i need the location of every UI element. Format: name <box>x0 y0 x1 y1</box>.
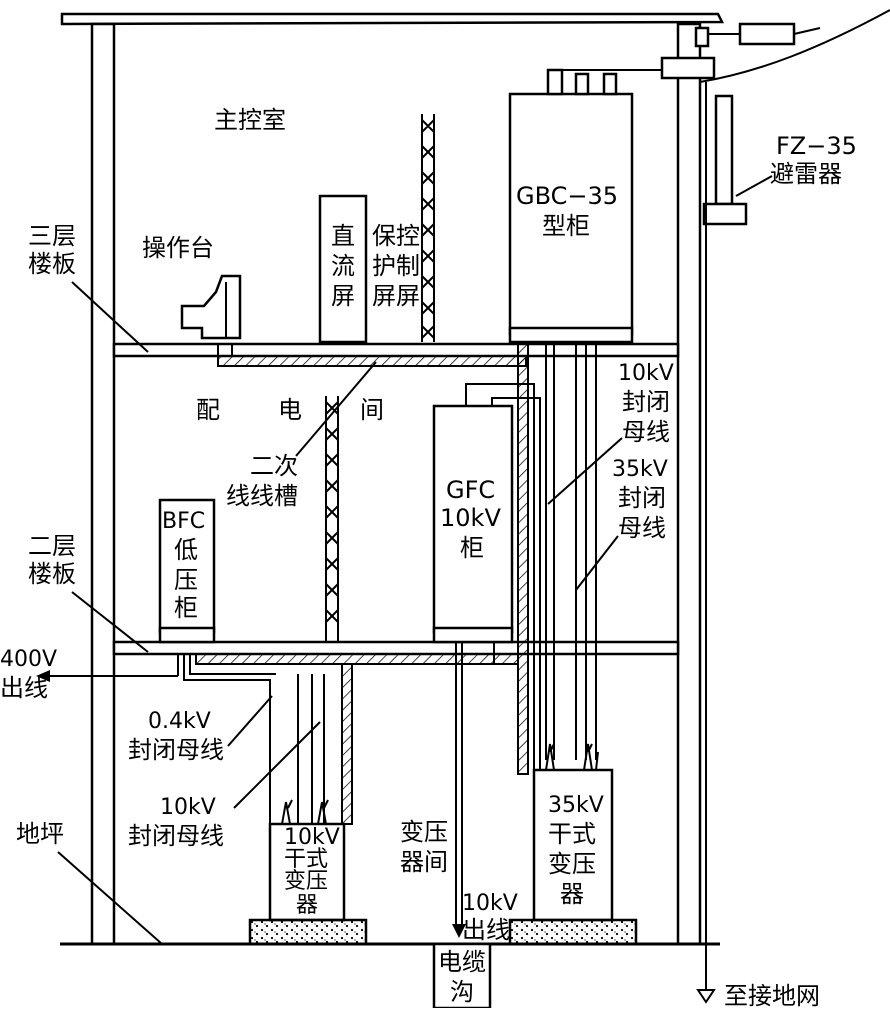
third-floor-slab <box>112 342 680 358</box>
control-panel-label-1: 控 <box>396 222 420 250</box>
bfc-label-4: 柜 <box>174 594 198 622</box>
ground-net-arrow <box>696 989 716 1004</box>
arrester-label-1: FZ−35 <box>776 132 857 160</box>
gbc-cabinet <box>508 68 670 344</box>
outlet-400v-arrow <box>36 654 179 682</box>
transformer-35kv <box>508 743 638 946</box>
outlet-10kv-line <box>452 642 466 938</box>
transformer-35kv-label-4: 器 <box>560 880 584 908</box>
transformer-35kv-label-3: 变压 <box>548 850 596 878</box>
gbc-label-1: GBC−35 <box>516 182 618 210</box>
transformer-10kv <box>248 799 368 946</box>
operator-console <box>180 274 242 340</box>
bus-10kv-upper-leader <box>547 437 623 505</box>
bus-35kv-label-2: 封闭 <box>618 484 666 512</box>
distribution-room-char-1: 配 <box>196 396 220 424</box>
secondary-trough-vertical <box>325 396 339 642</box>
bus-10kv-upper-label-1: 10kV <box>618 361 674 386</box>
bus-35kv-vertical <box>545 342 597 760</box>
bus-04kv-label-1: 0.4kV <box>148 709 211 734</box>
bus-35kv-label-1: 35kV <box>612 457 668 482</box>
dc-panel-label-2: 流 <box>331 252 355 280</box>
outlet-400v-label-1: 400V <box>0 647 57 672</box>
ground-net-label: 至接地网 <box>724 982 820 1008</box>
control-panel-label-3: 屏 <box>396 282 420 310</box>
bus-10kv-lower-label-2: 封闭母线 <box>128 822 224 850</box>
console-label: 操作台 <box>142 234 214 262</box>
gfc-label-3: 柜 <box>460 534 484 562</box>
bus-04kv-label-2: 封闭母线 <box>128 736 224 764</box>
second-floor-slab <box>112 640 680 656</box>
ground-label: 地坪 <box>16 820 64 848</box>
arrester-label-2: 避雷器 <box>770 160 842 188</box>
protection-panel-label-3: 屏 <box>372 282 396 310</box>
transformer-10kv-label-4: 器 <box>296 893 318 918</box>
third-floor-leader <box>71 281 149 353</box>
third-floor-label-1: 三层 <box>28 222 76 250</box>
panel-edge-upper <box>421 114 435 342</box>
arrester-leader <box>735 175 773 197</box>
arrester-assembly <box>660 9 890 990</box>
outlet-10kv-label-1: 10kV <box>462 891 518 916</box>
left-outer-wall <box>90 22 116 946</box>
bfc-label-1: BFC <box>162 509 205 534</box>
transformer-room-label-2: 器间 <box>400 848 448 876</box>
building-structure <box>60 12 725 946</box>
roof-slab <box>60 12 725 26</box>
dc-panel-label-1: 直 <box>331 222 355 250</box>
third-floor-label-2: 楼板 <box>28 250 76 278</box>
gfc-label-1: GFC <box>446 476 495 504</box>
bus-10kv-upper-label-2: 封闭 <box>622 388 670 416</box>
cable-trench-label-2: 沟 <box>450 978 474 1006</box>
transformer-35kv-label-2: 干式 <box>548 820 596 848</box>
dc-panel <box>318 194 368 344</box>
bus-10kv-upper-label-3: 母线 <box>622 418 670 446</box>
dc-panel-label-3: 屏 <box>331 282 355 310</box>
second-floor-label-1: 二层 <box>28 532 76 560</box>
cable-trench-label-1: 电缆 <box>438 948 486 976</box>
cable-trench <box>432 942 492 1010</box>
bfc-cabinet <box>158 498 216 644</box>
bus-35kv-leader <box>575 535 619 591</box>
secondary-trough-label-2: 线线槽 <box>226 482 298 510</box>
protection-panel-label-1: 保 <box>372 222 396 250</box>
bfc-label-2: 低 <box>174 536 198 564</box>
transformer-35kv-label-1: 35kV <box>548 793 604 818</box>
protection-panel-label-2: 护 <box>372 252 396 280</box>
bus-35kv-label-3: 母线 <box>618 514 666 542</box>
transformer-10kv-label-2: 干式 <box>284 847 328 872</box>
main-control-room-label: 主控室 <box>214 106 286 134</box>
outlet-10kv-label-2: 出线 <box>462 916 510 944</box>
gfc-label-2: 10kV <box>440 504 501 532</box>
bus-10kv-lower-leader <box>233 721 321 809</box>
transformer-10kv-label-3: 变压 <box>284 869 328 894</box>
control-panel-label-2: 制 <box>396 252 420 280</box>
transformer-10kv-label-1: 10kV <box>284 825 340 850</box>
right-outer-wall <box>676 22 702 946</box>
gfc-cabinet <box>432 383 541 774</box>
bus-10kv-lower-label-1: 10kV <box>160 795 216 820</box>
second-floor-leader <box>71 591 149 653</box>
transformer-room-label-1: 变压 <box>400 818 448 846</box>
secondary-trough-label-1: 二次 <box>250 452 298 480</box>
bus-04kv-leader <box>227 695 273 747</box>
second-floor-label-2: 楼板 <box>28 560 76 588</box>
outlet-400v-label-2: 出线 <box>0 674 48 702</box>
ground-leader <box>57 851 163 945</box>
distribution-room-char-3: 间 <box>360 396 384 424</box>
bfc-label-3: 压 <box>174 566 198 594</box>
gbc-label-2: 型柜 <box>542 212 590 240</box>
cable-tray-lower <box>183 642 519 825</box>
secondary-trough-leader <box>295 361 377 457</box>
distribution-room-char-2: 电 <box>278 396 302 424</box>
